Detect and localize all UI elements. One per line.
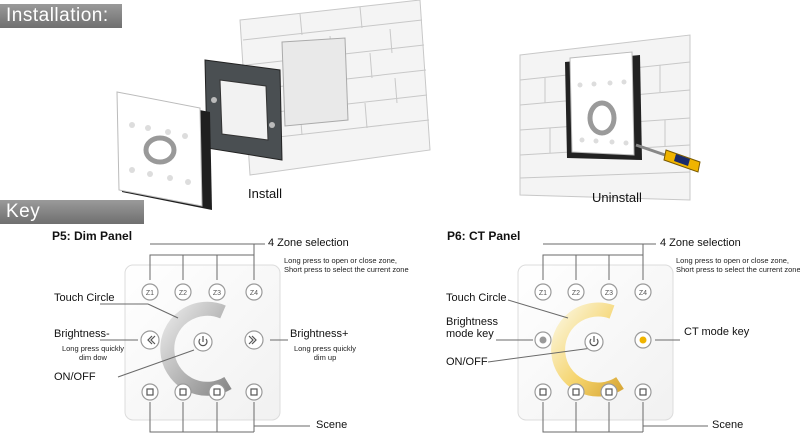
dim-zone-key-4[interactable] — [245, 283, 263, 301]
ct-zone-note: Long press to open or close zone, Short … — [676, 256, 800, 274]
dim-scene-label: Scene — [316, 419, 348, 431]
ct-scene-key-4[interactable] — [634, 383, 652, 401]
chevron-left-icon — [147, 335, 153, 345]
ct-zone-selection-label: 4 Zone selection — [660, 237, 741, 249]
scene-icon — [146, 388, 154, 396]
dim-brightness-minus-note: Long press quickly dim dow — [61, 344, 125, 362]
dim-zone-4-label: Z4 — [250, 290, 258, 297]
uninstall-illustration — [519, 34, 701, 201]
key-functions-header: Key Functions: — [0, 200, 144, 246]
dim-zone-selection-label: 4 Zone selection — [268, 237, 349, 249]
dim-touch-circle — [160, 301, 232, 396]
dim-panel-diagram: Z1 Z2 Z3 Z4 — [100, 243, 310, 433]
dim-touch-circle-label: Touch Circle — [54, 292, 115, 304]
ct-zone-3-label: Z3 — [605, 290, 613, 297]
screwdriver-icon — [635, 143, 701, 173]
dim-zone-2-label: Z2 — [179, 290, 187, 297]
dim-panel-title: P5: Dim Panel — [52, 229, 133, 243]
ct-mode-dot-icon — [639, 336, 647, 344]
ct-scene-key-1[interactable] — [534, 383, 552, 401]
ct-panel-title: P6: CT Panel — [447, 229, 521, 243]
dim-brightness-plus-key[interactable] — [244, 330, 264, 350]
dim-zone-key-3[interactable] — [208, 283, 226, 301]
dim-brightness-minus-label: Brightness- — [54, 328, 110, 340]
dim-zone-note: Long press to open or close zone, Short … — [284, 256, 409, 274]
dim-brightness-plus-label: Brightness+ — [290, 328, 349, 340]
ct-brightness-mode-label: Brightness mode key — [446, 316, 498, 340]
ct-zone-key-4[interactable] — [634, 283, 652, 301]
scene-icon — [539, 388, 547, 396]
ct-zone-2-label: Z2 — [572, 290, 580, 297]
install-illustration — [116, 0, 431, 210]
dim-zone-3-label: Z3 — [213, 290, 221, 297]
dim-on-off-label: ON/OFF — [54, 371, 96, 383]
dim-zone-1-label: Z1 — [146, 290, 154, 297]
ct-zone-key-1[interactable] — [534, 283, 552, 301]
dim-scene-key-4[interactable] — [245, 383, 263, 401]
dim-scene-key-2[interactable] — [174, 383, 192, 401]
ct-panel-diagram: Z1 Z2 Z3 Z4 — [487, 243, 708, 433]
installation-header: Installation: — [0, 4, 122, 28]
ct-touch-circle-label: Touch Circle — [446, 292, 507, 304]
ct-zone-1-label: Z1 — [539, 290, 547, 297]
ct-zone-key-3[interactable] — [600, 283, 618, 301]
chevron-right-icon — [251, 335, 257, 345]
ct-touch-circle — [551, 302, 624, 397]
ct-zone-key-2[interactable] — [567, 283, 585, 301]
ct-on-off-label: ON/OFF — [446, 356, 488, 368]
dim-brightness-plus-note: Long press quickly dim up — [293, 344, 357, 362]
wall-box — [281, 37, 349, 127]
dim-zone-key-2[interactable] — [174, 283, 192, 301]
ct-scene-label: Scene — [712, 419, 744, 431]
dim-brightness-minus-key[interactable] — [140, 330, 160, 350]
power-icon — [198, 338, 208, 347]
panel-front — [116, 91, 203, 207]
ct-zone-4-label: Z4 — [639, 290, 647, 297]
ct-scene-key-2[interactable] — [567, 383, 585, 401]
uninstall-caption: Uninstall — [592, 190, 642, 205]
ct-scene-key-3[interactable] — [600, 383, 618, 401]
dim-zone-key-1[interactable] — [141, 283, 159, 301]
brightness-mode-dot-icon — [539, 336, 547, 344]
ct-mode-key-label: CT mode key — [684, 326, 750, 338]
install-caption: Install — [248, 186, 282, 201]
dim-scene-key-1[interactable] — [141, 383, 159, 401]
dim-scene-key-3[interactable] — [208, 383, 226, 401]
power-icon — [589, 338, 599, 347]
